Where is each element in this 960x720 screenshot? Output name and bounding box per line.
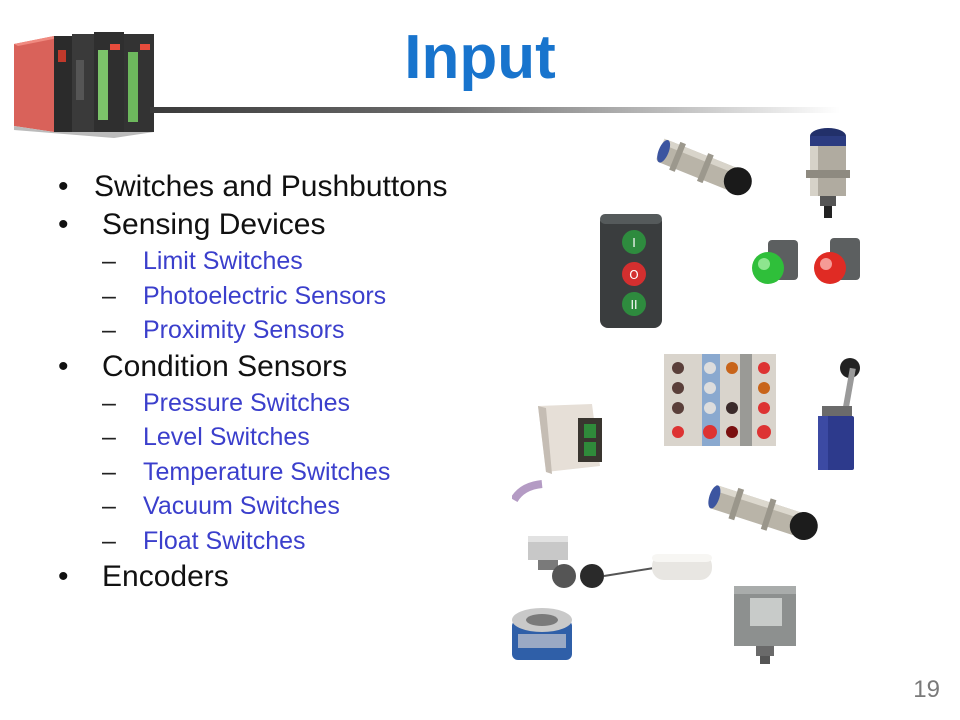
- bullet-item: • Encoders: [58, 558, 518, 596]
- sub-bullet-text: Vacuum Switches: [143, 492, 340, 520]
- inductive-sensor-image: [806, 128, 850, 218]
- sub-bullet-text: Limit Switches: [143, 247, 303, 275]
- float-switch-image: [528, 536, 712, 588]
- sub-bullet-text: Temperature Switches: [143, 457, 391, 486]
- page-number: 19: [913, 676, 940, 703]
- button-label-second: II: [630, 298, 637, 312]
- dash-marker: –: [102, 526, 116, 555]
- sub-bullet-text: Proximity Sensors: [143, 316, 345, 344]
- sub-bullet-item: – Photoelectric Sensors: [58, 279, 518, 314]
- dash-marker: –: [102, 316, 116, 344]
- bullet-item: • Switches and Pushbuttons: [58, 168, 518, 206]
- proximity-sensor-image: [656, 138, 752, 196]
- bullet-text: Sensing Devices: [102, 208, 326, 241]
- sub-bullet-item: – Level Switches: [58, 420, 518, 455]
- plc-rack-image: [14, 32, 154, 138]
- sub-bullet-item: – Limit Switches: [58, 244, 518, 279]
- button-label-stop: O: [629, 268, 638, 282]
- capacitive-sensor-image: [708, 484, 818, 541]
- sub-bullet-text: Pressure Switches: [143, 388, 351, 417]
- sub-bullet-text: Photoelectric Sensors: [143, 281, 387, 310]
- bullet-text: Switches and Pushbuttons: [94, 170, 448, 203]
- bullet-marker: •: [58, 560, 69, 593]
- bullet-list: • Switches and Pushbuttons • Sensing Dev…: [58, 168, 518, 596]
- bullet-marker: •: [58, 170, 69, 203]
- dash-marker: –: [102, 247, 116, 275]
- sub-bullet-item: – Pressure Switches: [58, 386, 518, 421]
- button-label-start: I: [632, 236, 636, 250]
- bullet-text: Condition Sensors: [102, 349, 348, 383]
- bullet-marker: •: [58, 208, 69, 241]
- photoelectric-sensor-image: [512, 404, 602, 502]
- sub-bullet-item: – Vacuum Switches: [58, 489, 518, 524]
- sub-bullet-item: – Proximity Sensors: [58, 313, 518, 348]
- slide-title: Input: [404, 23, 556, 92]
- green-pushbutton-image: [752, 240, 798, 284]
- bullet-marker: •: [58, 349, 69, 383]
- sub-bullet-text: Float Switches: [143, 526, 306, 555]
- red-pushbutton-image: [814, 238, 860, 284]
- limit-switch-image: [818, 358, 860, 470]
- bullet-text: Encoders: [102, 560, 229, 593]
- dash-marker: –: [102, 457, 116, 486]
- title-divider: [150, 107, 840, 113]
- pressure-switch-image: [734, 586, 796, 664]
- dash-marker: –: [102, 388, 116, 417]
- pushbutton-station-image: I O II: [600, 214, 662, 328]
- rotary-encoder-image: [512, 608, 572, 660]
- bullet-item: • Condition Sensors: [58, 348, 518, 386]
- bullet-item: • Sensing Devices: [58, 206, 518, 244]
- sub-bullet-item: – Temperature Switches: [58, 455, 518, 490]
- dash-marker: –: [102, 281, 116, 310]
- sub-bullet-text: Level Switches: [143, 423, 310, 451]
- dash-marker: –: [102, 423, 116, 451]
- dash-marker: –: [102, 492, 116, 520]
- control-panel-image: [664, 354, 776, 446]
- sub-bullet-item: – Float Switches: [58, 524, 518, 559]
